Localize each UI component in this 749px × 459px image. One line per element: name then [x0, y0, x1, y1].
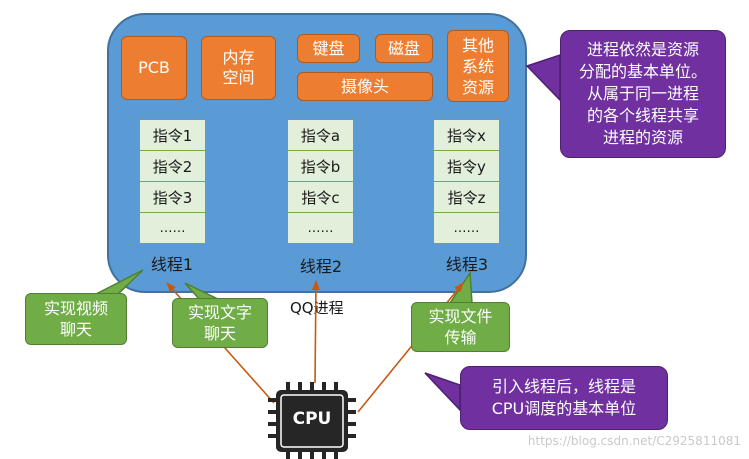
thread-3-instructions: 指令x 指令y 指令z ……	[433, 119, 500, 244]
note-tail-cpu	[424, 372, 461, 412]
thread-2-instructions: 指令a 指令b 指令c ……	[287, 119, 354, 244]
instruction-cell: 指令a	[287, 119, 354, 151]
callout-tail-1	[95, 269, 144, 295]
instruction-cell: ……	[433, 212, 500, 244]
instruction-cell: ……	[139, 212, 206, 244]
callout-thread-1: 实现视频 聊天	[25, 293, 127, 345]
callout-thread-2: 实现文字 聊天	[172, 298, 268, 348]
note-cpu-scheduling: 引入线程后，线程是 CPU调度的基本单位	[460, 366, 668, 430]
instruction-cell: 指令b	[287, 150, 354, 182]
instruction-cell: ……	[287, 212, 354, 244]
note-tail-resource	[525, 53, 561, 102]
cpu-label: CPU	[292, 409, 332, 429]
thread-3-label: 线程3	[445, 255, 489, 274]
thread-1-instructions: 指令1 指令2 指令3 ……	[139, 119, 206, 244]
thread-1-label: 线程1	[150, 255, 194, 274]
callout-tail-3	[448, 270, 473, 304]
resource-memory: 内存 空间	[201, 36, 276, 100]
note-resource-allocation: 进程依然是资源 分配的基本单位。 从属于同一进程 的各个线程共享 进程的资源	[560, 30, 726, 158]
process-label: QQ进程	[290, 299, 344, 317]
instruction-cell: 指令1	[139, 119, 206, 151]
instruction-cell: 指令y	[433, 150, 500, 182]
instruction-cell: 指令c	[287, 181, 354, 213]
callout-thread-3: 实现文件 传输	[411, 302, 510, 352]
cpu-chip-icon	[268, 382, 356, 459]
watermark: https://blog.csdn.net/C2925811081	[527, 434, 741, 448]
resource-pcb: PCB	[121, 36, 187, 100]
resource-camera: 摄像头	[297, 72, 433, 101]
arrow-cpu-thread-2	[311, 280, 320, 384]
resource-keyboard: 键盘	[297, 34, 360, 63]
resource-other: 其他 系统 资源	[447, 30, 509, 102]
instruction-cell: 指令2	[139, 150, 206, 182]
resource-disk: 磁盘	[375, 34, 433, 63]
thread-2-label: 线程2	[299, 257, 343, 276]
